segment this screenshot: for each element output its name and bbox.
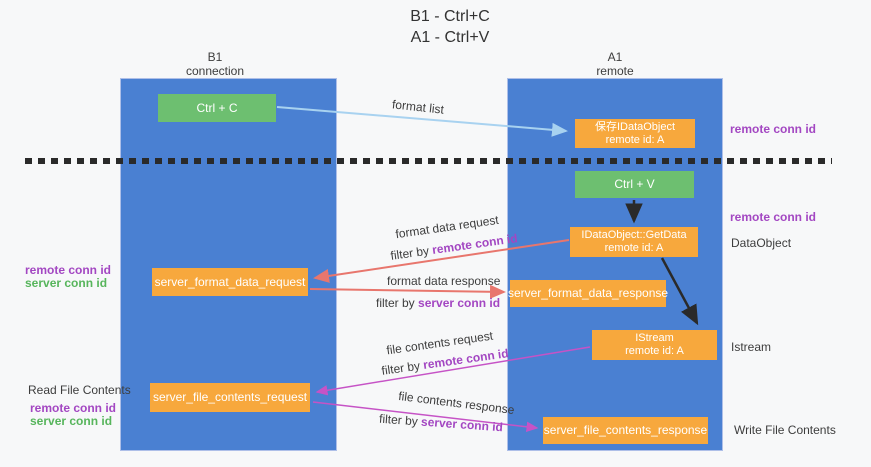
label-format-data-response: format data response [387, 274, 501, 288]
lane-a1-title: A1 [607, 50, 623, 64]
label-format-response-filter: filter by server conn id [376, 296, 500, 310]
node-server-file-contents-response-label: server_file_contents_response [543, 423, 708, 437]
label-format-list: format list [391, 97, 445, 117]
node-server-file-contents-response: server_file_contents_response [543, 417, 708, 444]
node-save-idataobject-line2: remote id: A [605, 133, 665, 146]
label-file-contents-response: file contents response [397, 388, 516, 418]
lane-b1-subtitle: connection [185, 64, 245, 78]
node-istream-line2: remote id: A [625, 345, 684, 357]
node-istream-line1: IStream [635, 332, 674, 344]
label-format-request-filter-prefix: filter by [389, 243, 434, 263]
label-format-response-filter-prefix: filter by [376, 296, 419, 310]
label-istream: Istream [731, 340, 772, 354]
node-ctrl-c: Ctrl + C [158, 94, 276, 122]
label-dataobject: DataObject [731, 236, 792, 250]
node-server-format-data-request: server_format_data_request [152, 268, 308, 296]
node-server-file-contents-request-label: server_file_contents_request [152, 390, 308, 404]
label-format-response-filter-key: server conn id [418, 296, 501, 310]
label-read-file-contents: Read File Contents [28, 383, 131, 397]
label-file-response-filter-prefix: filter by [378, 411, 422, 429]
node-istream: IStream remote id: A [592, 330, 717, 360]
label-file-response-filter: filter by server conn id [379, 412, 504, 435]
label-remote-conn-id-top-right: remote conn id [730, 122, 817, 136]
node-ctrl-v-label: Ctrl + V [614, 177, 655, 191]
label-server-conn-id-left-1: server conn id [25, 276, 108, 290]
node-idataobject-getdata: IDataObject::GetData remote id: A [570, 227, 698, 257]
label-write-file-contents: Write File Contents [734, 423, 836, 437]
label-file-request-filter-prefix: filter by [380, 358, 425, 378]
diagram-title-line2: A1 - Ctrl+V [410, 29, 490, 46]
node-save-idataobject-line1: 保存IDataObject [594, 120, 676, 133]
node-ctrl-v: Ctrl + V [575, 171, 694, 198]
node-server-file-contents-request: server_file_contents_request [150, 383, 310, 412]
diagram-title: B1 - Ctrl+C A1 - Ctrl+V [300, 6, 600, 48]
node-idataobject-getdata-line1: IDataObject::GetData [581, 229, 687, 241]
node-ctrl-c-label: Ctrl + C [196, 100, 238, 115]
dashed-separator-line [25, 158, 832, 164]
label-remote-conn-id-mid-right: remote conn id [730, 210, 817, 224]
label-remote-conn-id-left-2: remote conn id [30, 401, 117, 415]
lane-b1-title: B1 [207, 50, 223, 64]
node-server-format-data-request-label: server_format_data_request [154, 274, 306, 289]
lane-header-a1: A1 remote [507, 50, 723, 78]
node-idataobject-getdata-line2: remote id: A [604, 242, 664, 254]
label-server-conn-id-left-2: server conn id [30, 414, 113, 428]
label-format-request-filter-key: remote conn id [431, 231, 519, 257]
lane-a1-subtitle: remote [596, 64, 634, 78]
lane-header-b1: B1 connection [112, 50, 318, 78]
diagram-title-line1: B1 - Ctrl+C [410, 8, 490, 25]
label-remote-conn-id-left-1: remote conn id [25, 263, 112, 277]
node-server-format-data-response: server_format_data_response [507, 280, 669, 307]
node-save-idataobject: 保存IDataObject remote id: A [575, 119, 695, 148]
arrow-format-data-response [309, 284, 506, 299]
node-server-format-data-response-label: server_format_data_response [507, 286, 669, 300]
label-file-response-filter-key: server conn id [420, 414, 504, 435]
